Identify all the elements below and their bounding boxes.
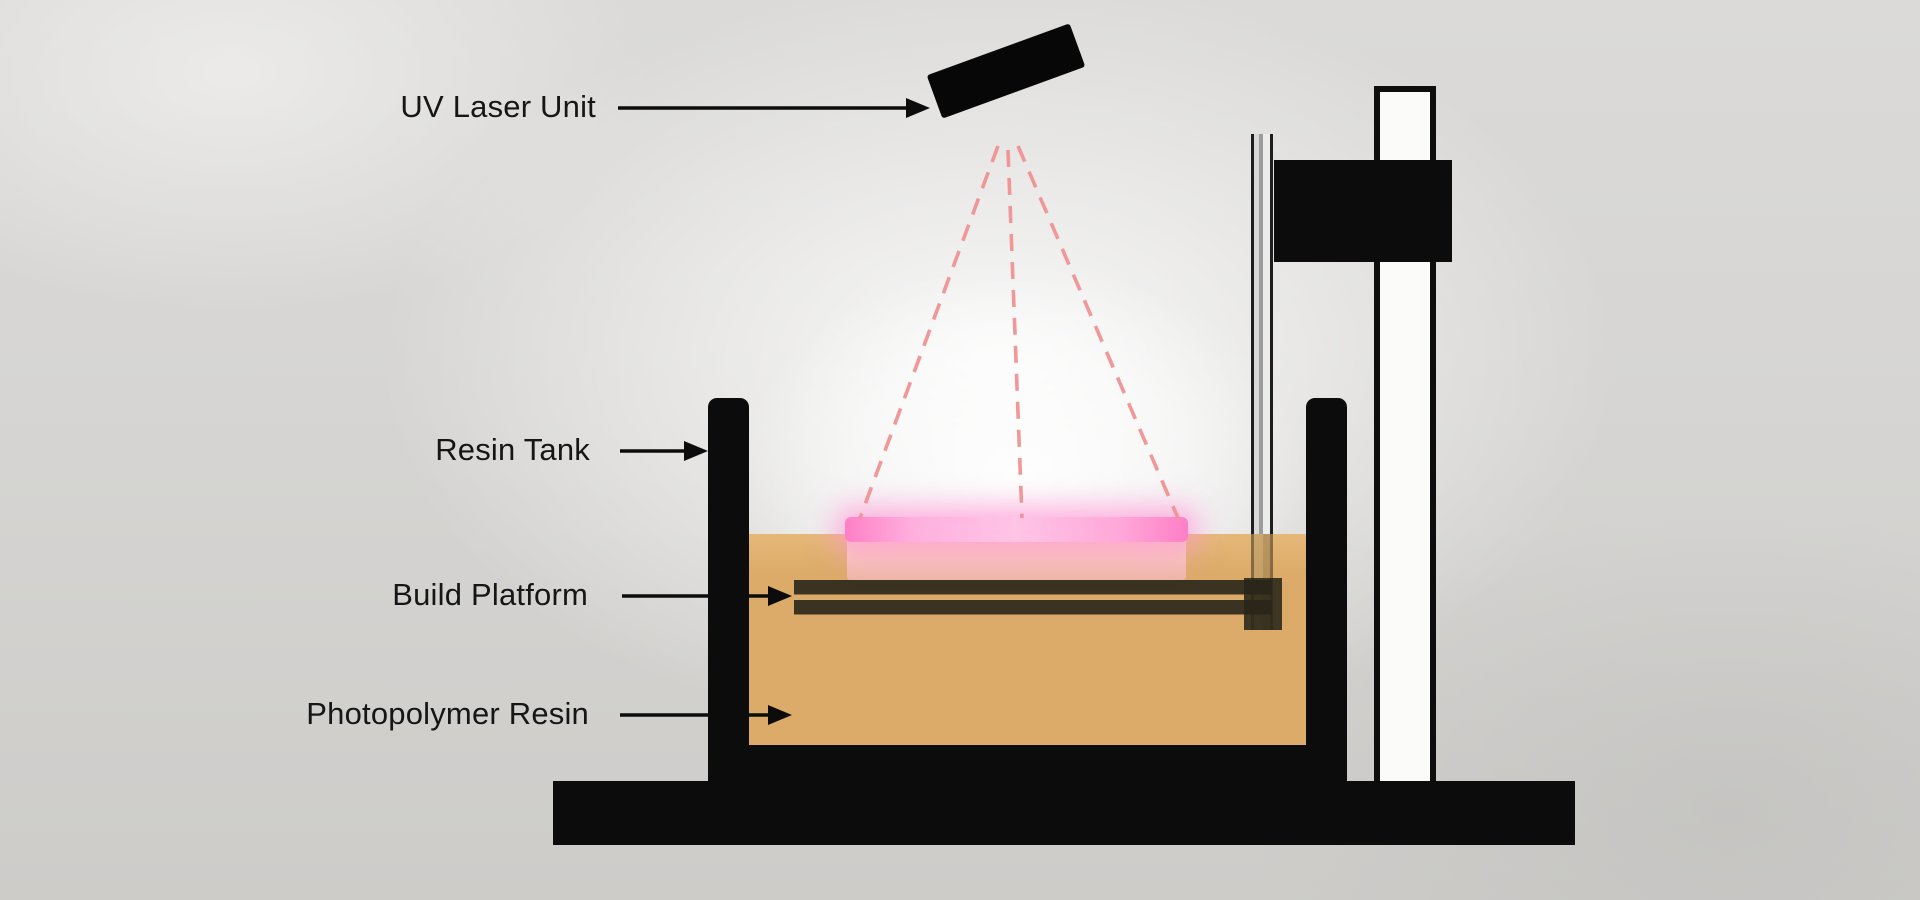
uv-laser-unit bbox=[926, 23, 1086, 119]
cured-layer-glow bbox=[845, 517, 1188, 542]
label-build-platform: Build Platform bbox=[392, 577, 588, 612]
label-uv-laser-unit: UV Laser Unit bbox=[400, 89, 596, 124]
label-resin-tank: Resin Tank bbox=[435, 432, 590, 467]
resin-tank-left-wall bbox=[708, 398, 749, 750]
mount-bracket bbox=[1274, 160, 1452, 262]
build-platform-connector bbox=[1244, 578, 1282, 630]
cured-layer-body bbox=[847, 536, 1186, 580]
build-platform-bottom-bar bbox=[794, 600, 1272, 614]
lift-rod bbox=[1251, 134, 1273, 534]
resin-tank-bottom bbox=[708, 745, 1347, 782]
resin-tank-right-wall bbox=[1306, 398, 1347, 750]
machine-base bbox=[553, 781, 1575, 845]
arrow-uv-laser-unit bbox=[618, 98, 930, 118]
build-platform-top-bar bbox=[794, 580, 1272, 594]
label-photopolymer-resin: Photopolymer Resin bbox=[306, 696, 589, 731]
